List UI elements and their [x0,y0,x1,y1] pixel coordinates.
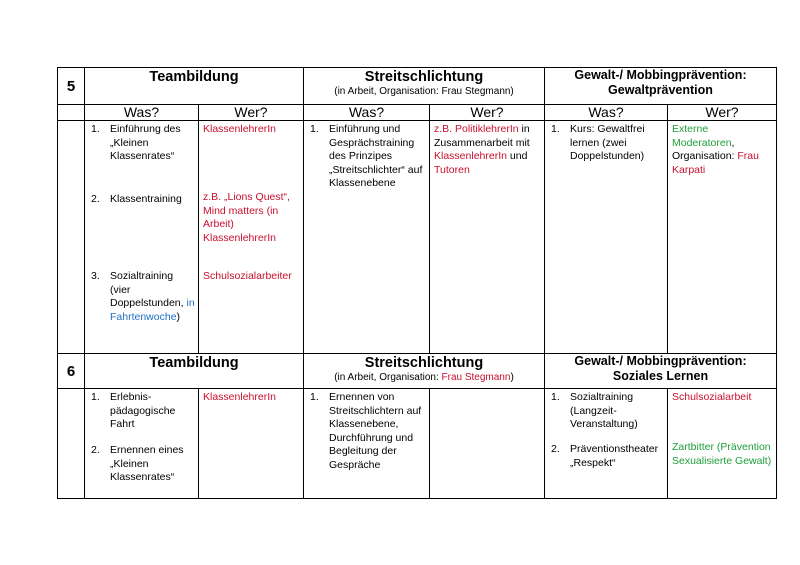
grade6-teambildung-header: Teambildung [84,353,304,389]
grade6-streitschlichtung-was: 1. Ernennen von Streitschlichtern auf Kl… [303,388,430,499]
was-header: Was? [544,104,668,121]
grade6-streitschlichtung-subtitle: (in Arbeit, Organisation: Frau Stegmann) [334,372,514,383]
grade5-gewalt-title-line1: Gewalt-/ Mobbingprävention: [574,68,747,82]
grade5-gewalt-title-line2: Gewaltprävention [608,83,713,97]
grade5-streitschlichtung-wer: z.B. PolitiklehrerIn in Zusammenarbeit m… [429,120,545,354]
grade6-gewalt-header: Gewalt-/ Mobbingprävention: Soziales Ler… [544,353,777,389]
list-item: 1. Ernennen von Streitschlichtern auf Kl… [310,391,422,471]
empty-cell [57,120,85,354]
was-header: Was? [84,104,199,121]
grade5-teambildung-wer: KlassenlehrerIn z.B. „Lions Quest“, Mind… [198,120,304,354]
prevention-plan-table: 5 Teambildung Streitschlichtung (in Arbe… [57,67,777,499]
responsible-text: Schulsozialarbeiter [203,270,292,282]
grade6-teambildung-was: 1. Erlebnis-pädagogische Fahrt 2. Ernenn… [84,388,199,499]
responsible-text: Schulsozialarbeit [672,391,752,403]
grade6-teambildung-title: Teambildung [149,355,239,371]
grade5-teambildung-title: Teambildung [149,69,239,85]
grade5-teambildung-was: 1. Einführung des „Kleinen Klassenrates“… [84,120,199,354]
grade6-teambildung-wer: KlassenlehrerIn [198,388,304,499]
list-item: 2. Präventionstheater „Respekt“ [551,443,659,469]
wer-header: Wer? [429,104,545,121]
grade5-streitschlichtung-subtitle: (in Arbeit, Organisation: Frau Stegmann) [334,86,514,97]
grade5-gewalt-header: Gewalt-/ Mobbingprävention: Gewaltpräven… [544,67,777,105]
grade5-teambildung-header: Teambildung [84,67,304,105]
grade6-streitschlichtung-header: Streitschlichtung (in Arbeit, Organisati… [303,353,545,389]
grade6-gewalt-wer: Schulsozialarbeit Zartbitter (Prävention… [667,388,777,499]
wer-header: Wer? [667,104,777,121]
grade5-streitschlichtung-header: Streitschlichtung (in Arbeit, Organisati… [303,67,545,105]
grade6-body-row: 1. Erlebnis-pädagogische Fahrt 2. Ernenn… [57,388,777,499]
empty-cell [57,388,85,499]
empty-cell [57,104,85,121]
was-wer-row: Was? Wer? Was? Wer? Was? Wer? [57,104,777,121]
responsible-text: KlassenlehrerIn [203,123,276,135]
was-header: Was? [303,104,430,121]
grade5-streitschlichtung-was: 1. Einführung und Gesprächstraining des … [303,120,430,354]
grade6-gewalt-was: 1. Sozialtraining (Langzeit-Veranstaltun… [544,388,668,499]
grade5-header-row: 5 Teambildung Streitschlichtung (in Arbe… [57,67,777,105]
grade6-streitschlichtung-title: Streitschlichtung [364,355,484,371]
grade6-gewalt-title-line1: Gewalt-/ Mobbingprävention: [574,354,747,368]
grade6-number: 6 [57,353,85,389]
list-item: 1. Erlebnis-pädagogische Fahrt [91,391,176,430]
list-item: 2. Ernennen eines „Kleinen Klassenrates“ [91,444,184,483]
list-item: 2. Klassentraining [91,193,182,205]
responsible-text: KlassenlehrerIn [203,391,276,403]
responsible-text: z.B. „Lions Quest“, Mind matters (in Arb… [203,191,290,244]
wer-header: Wer? [198,104,304,121]
grade5-gewalt-was: 1. Kurs: Gewaltfrei lernen (zwei Doppels… [544,120,668,354]
list-item: 1. Kurs: Gewaltfrei lernen (zwei Doppels… [551,123,645,162]
list-item: 3. Sozialtraining (vier Doppelstunden, i… [91,270,195,323]
grade5-body-row: 1. Einführung des „Kleinen Klassenrates“… [57,120,777,354]
list-item: 1. Einführung des „Kleinen Klassenrates“ [91,123,181,162]
list-item: 1. Sozialtraining (Langzeit-Veranstaltun… [551,391,638,430]
responsible-text: Zartbitter (Prävention Sexualisierte Gew… [672,441,772,467]
grade5-gewalt-wer: Externe Moderatoren, Organisation: Frau … [667,120,777,354]
responsible-text: z.B. PolitiklehrerIn in Zusammenarbeit m… [434,123,530,176]
grade6-streitschlichtung-wer [429,388,545,499]
grade6-gewalt-title-line2: Soziales Lernen [612,369,709,383]
grade6-header-row: 6 Teambildung Streitschlichtung (in Arbe… [57,353,777,389]
responsible-text: Externe Moderatoren, Organisation: Frau … [672,123,759,176]
grade5-number: 5 [57,67,85,105]
grade5-streitschlichtung-title: Streitschlichtung [364,69,484,85]
list-item: 1. Einführung und Gesprächstraining des … [310,123,423,189]
